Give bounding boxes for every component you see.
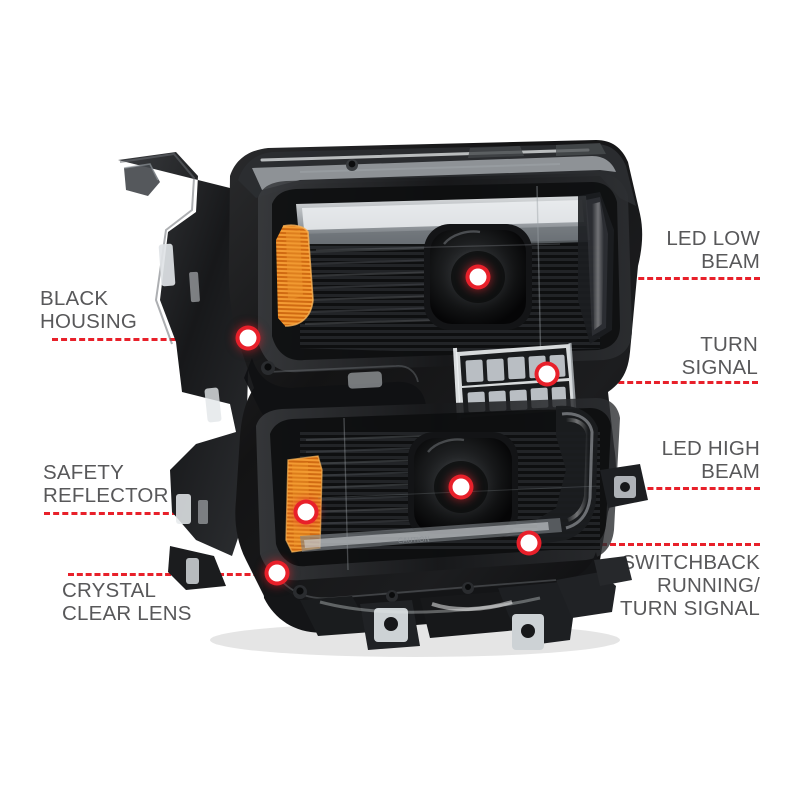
leader-line-black-housing [52,338,248,341]
callout-label-crystal-clear-lens: CRYSTAL CLEAR LENS [62,579,192,625]
callout-label-safety-reflector: SAFETY REFLECTOR [43,461,169,507]
callout-label-led-low-beam: LED LOW BEAM [666,227,760,273]
callout-label-switchback: SWITCHBACK RUNNING/ TURN SIGNAL [619,551,760,620]
leader-line-turn-signal [547,381,758,384]
marker-dot-black-housing [239,329,257,347]
marker-dot-crystal-clear-lens [268,564,286,582]
marker-dot-switchback [520,534,538,552]
marker-dot-turn-signal [538,365,556,383]
svg-text:CAUTION: CAUTION [398,535,430,545]
leader-line-switchback [529,543,760,546]
marker-dot-safety-reflector [297,503,315,521]
callout-label-black-housing: BLACK HOUSING [40,287,138,333]
marker-dot-led-low-beam [469,268,487,286]
callout-label-turn-signal: TURN SIGNAL [681,333,758,379]
marker-dot-led-high-beam [452,478,470,496]
callout-label-led-high-beam: LED HIGH BEAM [661,437,760,483]
